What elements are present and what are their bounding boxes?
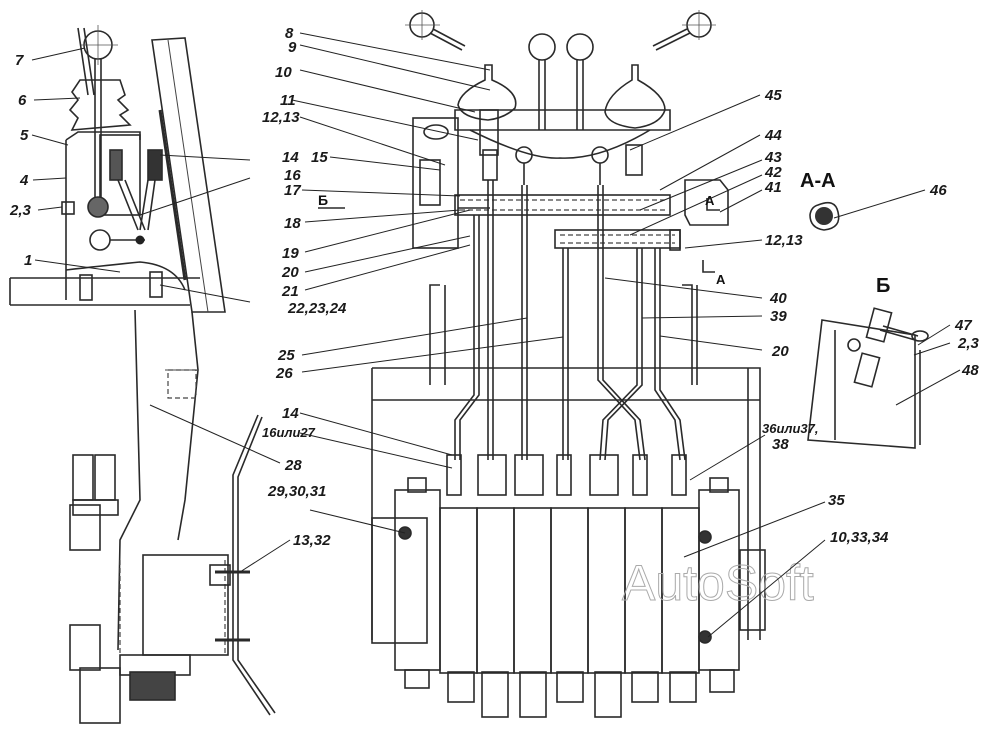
callout-35: 35: [828, 492, 845, 509]
section-aa-title: А-А: [800, 170, 836, 192]
callout-46: 46: [929, 182, 947, 199]
lever-knob-center-1: [528, 33, 556, 61]
callout-17: 17: [284, 182, 301, 199]
callout-10: 10: [275, 64, 292, 81]
callout-labels: 7 6 5 4 2,3 1 22,23,24 8 9 10 11 12,13 1…: [9, 25, 980, 549]
callout-13-32: 13,32: [293, 532, 331, 549]
callout-45: 45: [764, 87, 782, 104]
callout-43: 43: [764, 149, 782, 166]
svg-text:А: А: [716, 272, 726, 287]
leader-lines: [31, 32, 961, 638]
side-view: [9, 25, 276, 724]
callout-22-23-24: 22,23,24: [287, 300, 347, 317]
callout-36-or-37: 36или37,: [762, 421, 819, 436]
callout-12-13-top: 12,13: [262, 109, 300, 126]
svg-text:А: А: [705, 193, 715, 208]
rubber-boot: [68, 79, 132, 131]
joystick-boot-left: [457, 64, 517, 121]
front-view: [371, 10, 766, 718]
callout-41: 41: [764, 179, 782, 196]
lower-shaft: [554, 229, 681, 249]
callout-18: 18: [284, 215, 301, 232]
callout-29-30-31: 29,30,31: [267, 483, 326, 500]
left-cylinder: [72, 454, 94, 501]
callout-15: 15: [311, 149, 328, 166]
callout-28: 28: [284, 457, 302, 474]
callout-4: 4: [19, 172, 29, 189]
lever-knob-center-2: [566, 33, 594, 61]
callout-42: 42: [764, 164, 782, 181]
callout-21: 21: [281, 283, 299, 300]
left-bracket: [412, 117, 459, 249]
callout-39: 39: [770, 308, 787, 325]
right-bracket: [684, 179, 729, 226]
support-column: [117, 309, 199, 651]
callout-19: 19: [282, 245, 299, 262]
callout-20-right: 20: [771, 343, 789, 360]
callout-14-mid: 14: [282, 405, 299, 422]
callout-16-or-27: 16или27: [262, 425, 316, 440]
callout-2-3-right: 2,3: [957, 335, 980, 352]
callout-5: 5: [20, 127, 29, 144]
callout-26: 26: [275, 365, 293, 382]
callout-11: 11: [280, 92, 296, 109]
callout-12-13-right: 12,13: [765, 232, 803, 249]
joystick-boot-right: [604, 64, 666, 129]
callout-6: 6: [18, 92, 27, 109]
section-b: Б Б: [318, 192, 929, 449]
section-aa: А-А А А: [705, 170, 840, 287]
cab-post: [151, 37, 226, 313]
callout-1: 1: [24, 252, 32, 269]
callout-16: 16: [284, 167, 301, 184]
callout-48: 48: [961, 362, 979, 379]
control-rods: [429, 180, 698, 461]
callout-25: 25: [277, 347, 295, 364]
callout-10-33-34: 10,33,34: [830, 529, 889, 546]
section-b-title: Б: [876, 275, 890, 297]
watermark: AutoSoft: [622, 555, 814, 611]
bent-bracket: [232, 414, 271, 716]
callout-40: 40: [769, 290, 787, 307]
callout-8: 8: [285, 25, 294, 42]
callout-38: 38: [772, 436, 789, 453]
svg-text:Б: Б: [318, 192, 328, 208]
upper-shaft: [454, 194, 671, 216]
callout-47: 47: [954, 317, 972, 334]
callout-14-top: 14: [282, 149, 299, 166]
callout-7: 7: [15, 52, 24, 69]
callout-44: 44: [764, 127, 782, 144]
callout-9: 9: [288, 39, 297, 56]
callout-2-3-left: 2,3: [9, 202, 32, 219]
callout-20-left: 20: [281, 264, 299, 281]
